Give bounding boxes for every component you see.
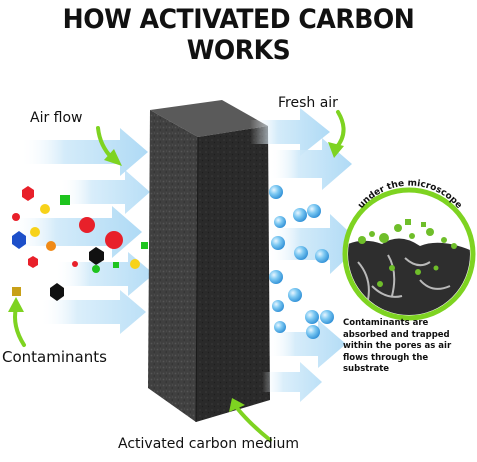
air-bubble [307,204,321,218]
fresh-air-bubbles [269,185,334,339]
fresh-air-pointer-head [328,142,344,158]
fresh-air-arrow [250,108,330,156]
contaminants-pointer-arrow [13,306,26,347]
contaminant-red-dot-large [105,231,123,249]
contaminant-black-hexagon [50,283,64,301]
contaminant-particles [12,186,148,301]
fresh-air-pointer-arrow [334,110,346,150]
contaminant-red-dot-small [12,213,20,221]
air-bubble [288,288,302,302]
medium-pointer-arrow [235,406,272,442]
air-bubble [272,300,284,312]
trapped-contaminants [358,219,457,287]
description-line: absorbed and trapped [343,329,450,340]
activated-carbon-block [148,100,270,423]
contaminants-pointer-head [8,297,24,312]
contaminant-black-hexagon [89,247,104,265]
page-title: HOW ACTIVATED CARBON WORKS [62,4,415,66]
fresh-air-arrow [268,214,362,274]
contaminant-green-square-tiny [113,262,119,268]
fresh-air-arrow [262,362,322,402]
air-bubble [294,246,308,260]
carbon-front-face [148,110,198,422]
air-bubble [271,236,285,250]
incoming-air-arrows [10,128,154,334]
air-bubble [269,185,283,199]
air-bubble [269,270,283,284]
contaminant-red-hexagon-small [28,256,38,268]
air-bubble [293,208,307,222]
contaminant-red-dot-small [72,261,78,267]
description-line: within the pores as air [343,341,452,352]
air-bubble [320,310,334,324]
air-arrow [40,290,146,334]
absorption-description: Contaminants are absorbed and trapped wi… [343,318,475,376]
air-flow-label: Air flow [30,110,83,126]
contaminant-blue-hexagon [12,231,26,249]
contaminant-green-square-small [141,242,148,249]
pointer-arrows [8,110,346,442]
description-line: Contaminants are [343,318,429,328]
air-arrow [55,252,154,296]
contaminant-yellow-dot [130,259,140,269]
contaminant-green-dot [92,265,100,273]
description-line: substrate [343,364,390,375]
air-bubble [305,310,319,324]
microscope-inset: under the microscope [342,178,476,321]
contaminant-red-dot [79,217,95,233]
air-bubble [315,249,329,263]
air-bubble [274,216,286,228]
contaminant-gold-square [12,287,21,296]
carbon-medium-label: Activated carbon medium [118,436,300,452]
air-flow-pointer-head [104,149,122,166]
contaminant-green-square [60,195,70,205]
carbon-side-face [196,126,270,422]
air-arrow [10,206,142,258]
air-bubble [274,321,286,333]
contaminant-yellow-dot [40,204,50,214]
air-bubble [306,325,320,339]
carbon-top-face [150,100,268,137]
contaminant-orange-dot [46,241,56,251]
air-arrow [60,170,150,214]
contaminant-yellow-dot [30,227,40,237]
description-line: flows through the [343,352,429,363]
contaminants-label: Contaminants [2,348,107,366]
medium-pointer-head [229,398,245,412]
fresh-air-label: Fresh air [278,95,338,111]
contaminant-red-hexagon [22,186,34,201]
air-arrow [20,128,148,176]
fresh-air-arrow [268,320,346,368]
